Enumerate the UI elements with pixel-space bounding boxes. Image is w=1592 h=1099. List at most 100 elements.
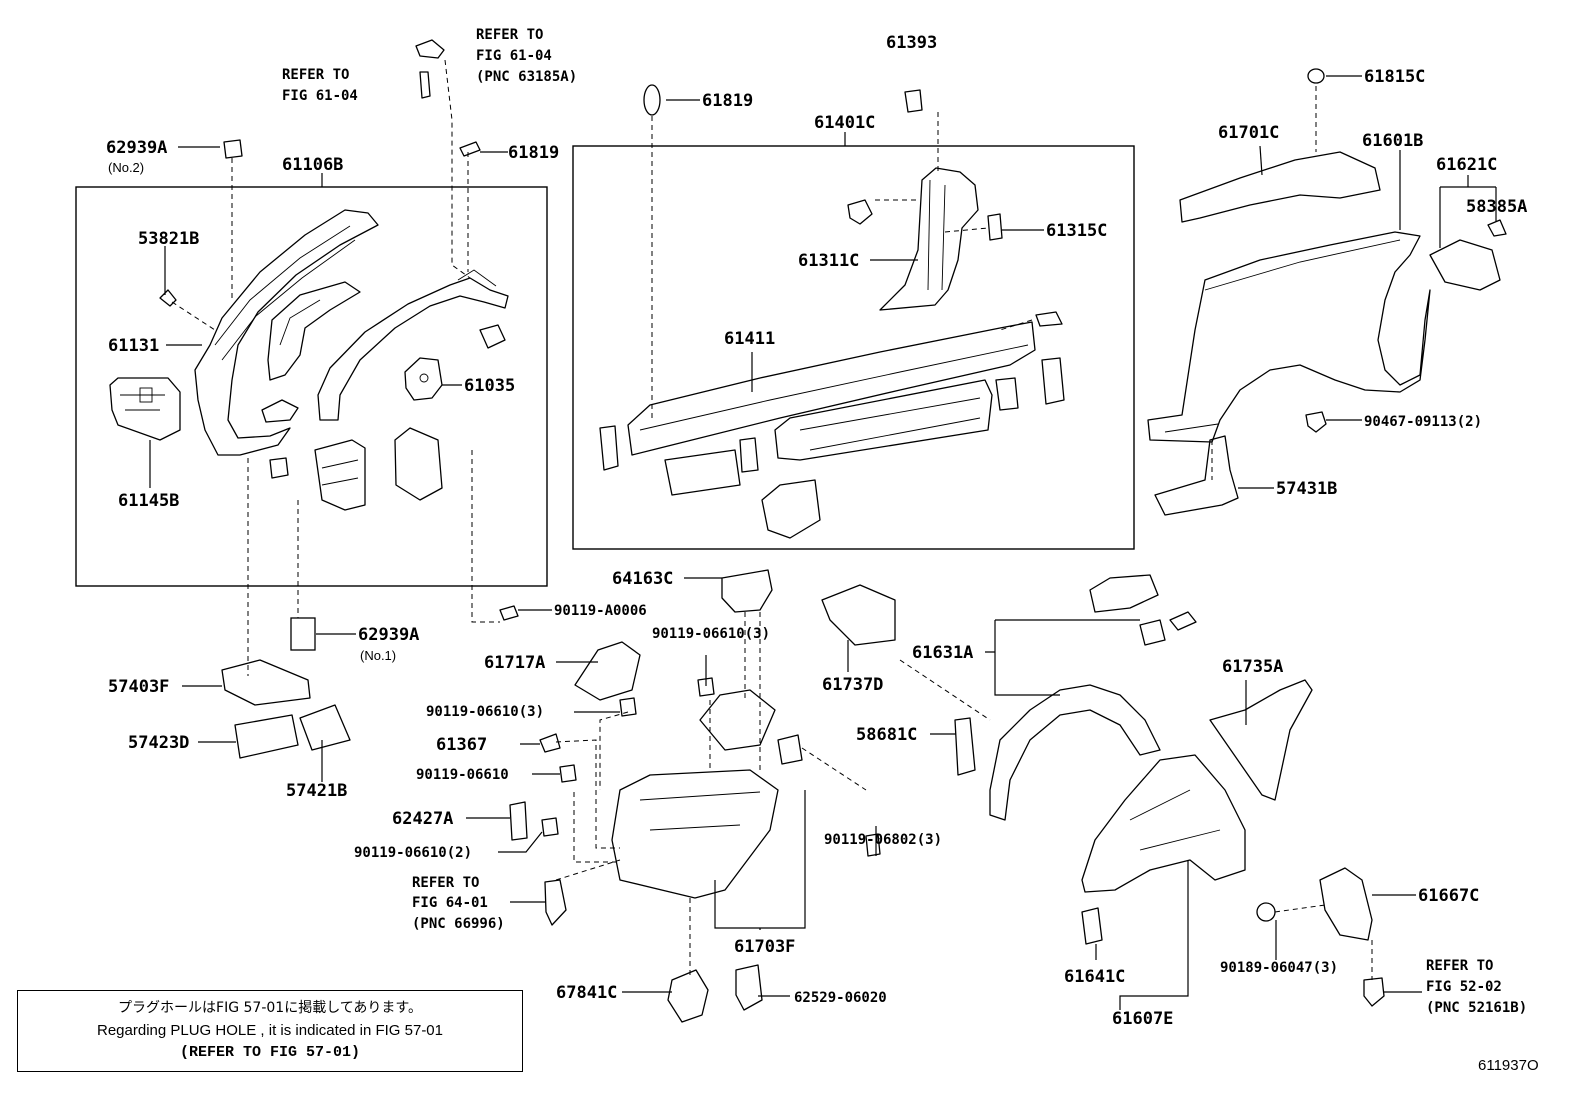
label-61735a: 61735A [1222, 657, 1283, 677]
ref-fig-61-04-top-line3: (PNC 63185A) [476, 69, 577, 85]
label-90119-06610-3-b: 90119-06610(3) [426, 704, 544, 720]
label-57421b: 57421B [286, 781, 347, 801]
lower-panel [314, 439, 366, 511]
label-62529-06020: 62529-06020 [794, 990, 887, 1006]
label-58681c: 58681C [856, 725, 917, 745]
roof-side-rail-rear [317, 269, 509, 421]
label-90467-09113: 90467-09113(2) [1364, 414, 1482, 430]
part-61735a [1209, 679, 1313, 801]
ref-fig-52-02-line2: FIG 52-02 [1426, 979, 1502, 995]
label-61393: 61393 [886, 33, 937, 53]
label-61631a: 61631A [912, 643, 973, 663]
label-67841c: 67841C [556, 983, 617, 1003]
pillar-reinforcement [267, 281, 361, 381]
label-61641c: 61641C [1064, 967, 1125, 987]
ref-fig-61-04-left-line1: REFER TO [282, 67, 349, 83]
label-61737d: 61737D [822, 675, 883, 695]
label-61717a: 61717A [484, 653, 545, 673]
label-57403f: 57403F [108, 677, 169, 697]
bracket-61607e [1119, 860, 1189, 1010]
rocker-panel-61411 [627, 321, 1036, 456]
small-parts-right [954, 574, 1385, 1007]
bracket-61703f-parts [699, 689, 803, 765]
label-61131: 61131 [108, 336, 159, 356]
label-61601b: 61601B [1362, 131, 1423, 151]
quarter-pillar-inner-61131 [194, 209, 379, 456]
left-lower-parts [221, 659, 351, 759]
label-61819-mid: 61819 [508, 143, 559, 163]
label-53821b: 53821B [138, 229, 199, 249]
label-61703f: 61703F [734, 937, 795, 957]
label-61411: 61411 [724, 329, 775, 349]
part-57431b [1154, 435, 1239, 516]
lower-bracket [394, 427, 443, 501]
label-61315c: 61315C [1046, 221, 1107, 241]
part-labels: 61393 61819 61819 61401C 61815C 61701C 6… [106, 33, 1527, 1029]
reference-callouts: REFER TO FIG 61-04 REFER TO FIG 61-04 (P… [282, 27, 1527, 1016]
label-no1: (No.1) [360, 648, 396, 663]
roof-rail-61701c [1179, 151, 1381, 223]
rocker-reinforcements [599, 84, 1065, 539]
wheelhouse-outer-61631a [989, 684, 1161, 821]
label-61311c: 61311C [798, 251, 859, 271]
label-61607e: 61607E [1112, 1009, 1173, 1029]
label-90119-06610-3-a: 90119-06610(3) [652, 626, 770, 642]
part-61145b [109, 377, 181, 441]
label-61145b: 61145B [118, 491, 179, 511]
ref-fig-64-01-line1: REFER TO [412, 875, 479, 891]
bracket-61703f [714, 790, 806, 930]
ref-fig-61-04-top-line2: FIG 61-04 [476, 48, 552, 64]
quarter-panel-61601b [1147, 231, 1431, 443]
part-61667c [1319, 867, 1373, 941]
label-61819-top: 61819 [702, 91, 753, 111]
figure-number: 611937O [1478, 1057, 1539, 1074]
label-90119-06610: 90119-06610 [416, 767, 509, 783]
label-64163c: 64163C [612, 569, 673, 589]
label-90189-06047-3: 90189-06047(3) [1220, 960, 1338, 976]
group-box-61106b [75, 186, 548, 587]
label-61815c: 61815C [1364, 67, 1425, 87]
note-refer-line: (REFER TO FIG 57-01) [179, 1044, 361, 1061]
label-90119-a0006: 90119-A0006 [554, 603, 647, 619]
small-parts-left [159, 39, 519, 651]
label-61106b: 61106B [282, 155, 343, 175]
ref-fig-64-01-line2: FIG 64-01 [412, 895, 488, 911]
ref-fig-64-01-line3: (PNC 66996) [412, 916, 505, 932]
bracket-61621c [1439, 175, 1497, 248]
label-57431b: 57431B [1276, 479, 1337, 499]
label-62427a: 62427A [392, 809, 453, 829]
connector-lines [171, 59, 1373, 980]
part-58385a [1487, 219, 1507, 237]
label-62939a-bottom: 62939A [358, 625, 419, 645]
part-61737d [821, 584, 896, 646]
bracket-61631a [985, 619, 1140, 696]
group-box-61401c [572, 145, 1135, 550]
note-japanese-line: プラグホールはFIG 57-01に掲載してあります。 [118, 1000, 422, 1016]
ref-fig-61-04-top-line1: REFER TO [476, 27, 543, 43]
center-pillar-61311c [879, 167, 979, 311]
plug-hole-note: プラグホールはFIG 57-01に掲載してあります。 Regarding PLU… [17, 990, 523, 1072]
part-90467 [1305, 411, 1327, 433]
label-61035: 61035 [464, 376, 515, 396]
part-64163c [721, 569, 773, 613]
part-61717a [574, 641, 641, 701]
label-62939a-top: 62939A [106, 138, 167, 158]
small-parts-lower [509, 677, 881, 1023]
label-61401c: 61401C [814, 113, 875, 133]
leader-lines [149, 75, 1422, 997]
part-61815c [1307, 68, 1325, 84]
label-no2: (No.2) [108, 160, 144, 175]
label-58385a: 58385A [1466, 197, 1527, 217]
label-90119-06610-2: 90119-06610(2) [354, 845, 472, 861]
label-61367: 61367 [436, 735, 487, 755]
ref-fig-61-04-left-line2: FIG 61-04 [282, 88, 358, 104]
label-90119-06802-3: 90119-06802(3) [824, 832, 942, 848]
part-61621c [1429, 239, 1501, 291]
ref-fig-52-02-line1: REFER TO [1426, 958, 1493, 974]
label-61701c: 61701C [1218, 123, 1279, 143]
wheelhouse-inner-61607e [1081, 754, 1246, 893]
part-61035 [404, 357, 443, 401]
wheelhouse-front-panel [611, 769, 779, 899]
label-61621c: 61621C [1436, 155, 1497, 175]
